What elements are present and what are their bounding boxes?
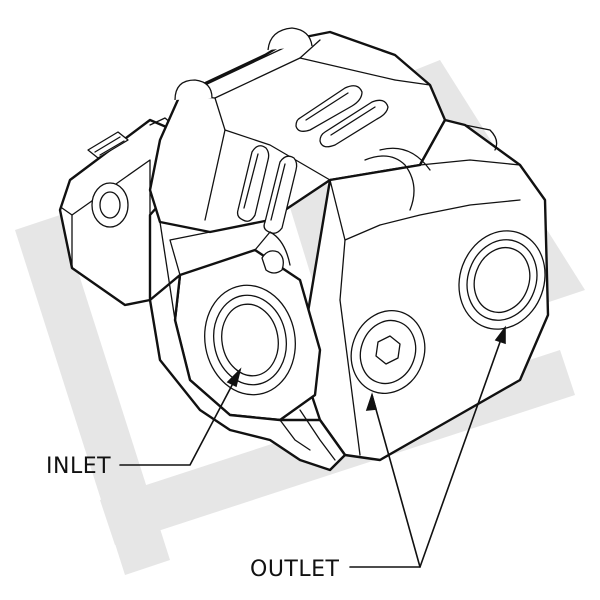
inlet-leader (119, 367, 242, 466)
main-housing (148, 27, 447, 234)
outlet-leader (349, 325, 506, 568)
inlet-flange (169, 231, 322, 422)
outlet-label: OUTLET (250, 557, 340, 582)
outlet-block (298, 118, 550, 462)
lower-body (124, 214, 347, 472)
gear-pump-illustration (58, 27, 550, 472)
inlet-label: INLET (46, 454, 111, 479)
